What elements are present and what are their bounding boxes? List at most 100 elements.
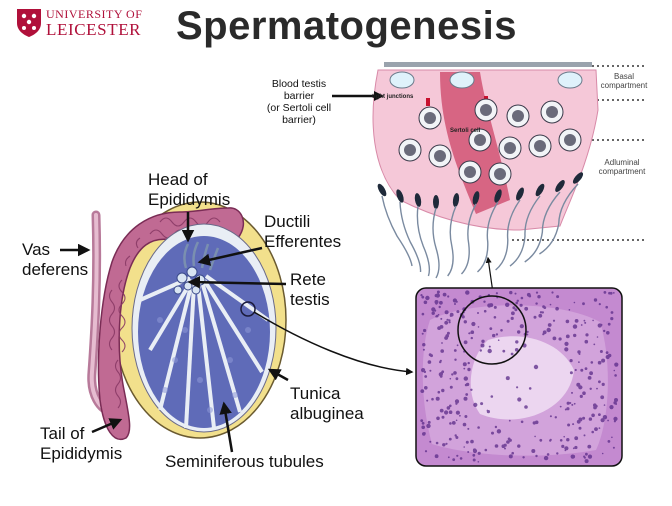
histology-nucleus <box>519 303 523 307</box>
histology-nucleus <box>569 371 573 375</box>
histology-nucleus <box>547 323 552 327</box>
germ-cell-nucleus <box>534 140 546 152</box>
histology-nucleus <box>598 380 601 384</box>
histology-nucleus <box>472 458 476 462</box>
histology-nucleus <box>566 438 570 442</box>
histology-nucleus <box>572 324 578 329</box>
histology-nucleus <box>423 328 427 333</box>
histology-nucleus <box>578 361 580 363</box>
histology-nucleus <box>421 295 425 299</box>
spermatid-tail <box>495 199 521 271</box>
spermatid-head <box>516 187 524 201</box>
histology-nucleus <box>424 450 428 453</box>
histology-nucleus <box>440 349 445 353</box>
histology-nucleus <box>437 390 441 394</box>
histology-nucleus <box>420 294 423 297</box>
histology-nucleus <box>591 413 595 418</box>
histology-nucleus <box>439 325 444 329</box>
germ-cell-nucleus <box>564 134 576 146</box>
histology-nucleus <box>481 339 485 343</box>
histology-nucleus <box>426 399 429 402</box>
histology-nucleus <box>565 319 570 324</box>
histology-nucleus <box>587 376 592 380</box>
histology-nucleus <box>606 331 610 335</box>
germ-cell-nucleus <box>404 144 416 156</box>
histology-nucleus <box>534 435 536 438</box>
histology-nucleus <box>454 434 457 437</box>
histology-nucleus <box>565 334 570 339</box>
histology-nucleus <box>429 440 432 443</box>
histology-nucleus <box>585 333 589 337</box>
histology-nucleus <box>424 375 428 378</box>
histology-nucleus <box>533 315 537 319</box>
histology-nucleus <box>421 421 425 425</box>
histology-nucleus <box>516 299 519 302</box>
histology-nucleus <box>535 302 538 305</box>
histology-nucleus <box>563 435 565 438</box>
histology-nucleus <box>593 298 598 302</box>
histology-nucleus <box>572 423 575 426</box>
histology-nucleus <box>610 311 614 314</box>
histology-nucleus <box>440 317 443 320</box>
histology-nucleus <box>420 419 424 422</box>
histology-nucleus <box>422 343 426 347</box>
histology-nucleus <box>531 449 536 453</box>
histology-nucleus <box>468 332 471 335</box>
histology-nucleus <box>587 454 593 459</box>
histology-nucleus <box>559 439 563 442</box>
histology-nucleus <box>436 416 440 421</box>
label-sertoli-cell: Sertoli cell <box>450 128 481 134</box>
university-crest-icon <box>17 9 41 37</box>
histology-nucleus <box>429 369 432 372</box>
histology-nucleus <box>493 305 497 309</box>
histology-nucleus <box>471 321 476 327</box>
histology-nucleus <box>477 326 480 328</box>
histology-nucleus <box>454 303 456 305</box>
spermatid-tail <box>381 195 413 267</box>
histology-nucleus <box>535 291 539 294</box>
histology-nucleus <box>472 453 476 457</box>
histology-nucleus <box>480 402 484 406</box>
histology-nucleus <box>541 311 544 314</box>
histology-nucleus <box>454 358 457 361</box>
histology-nucleus <box>431 397 434 401</box>
histology-nucleus <box>505 302 510 307</box>
histology-nucleus <box>446 318 449 321</box>
histology-nucleus <box>605 305 608 309</box>
histology-nucleus <box>598 427 601 429</box>
histology-nucleus <box>490 395 494 398</box>
histology-nucleus <box>451 373 454 376</box>
histology-nucleus <box>576 382 581 387</box>
histology-nucleus <box>613 416 618 421</box>
histology-nucleus <box>444 310 449 315</box>
histology-nucleus <box>448 410 453 415</box>
histology-nucleus <box>447 295 450 298</box>
histology-nucleus <box>591 430 594 434</box>
histology-nucleus <box>445 442 448 445</box>
histology-nucleus <box>605 351 609 354</box>
histology-nucleus <box>448 319 451 322</box>
histology-nucleus <box>589 387 592 390</box>
histology-nucleus <box>477 312 479 314</box>
histology-nucleus <box>465 440 469 444</box>
histology-nucleus <box>552 336 557 341</box>
histology-nucleus <box>611 436 613 439</box>
histology-nucleus <box>552 319 556 322</box>
histology-nucleus <box>512 306 516 310</box>
histology-nucleus <box>489 327 493 330</box>
histology-nucleus <box>582 302 585 306</box>
spermatid-head <box>433 195 439 209</box>
histology-nucleus <box>462 422 467 427</box>
spermatid-tail <box>399 201 422 273</box>
histology-nucleus <box>535 454 538 458</box>
histology-nucleus <box>517 330 521 334</box>
histology-nucleus <box>449 377 452 380</box>
histology-nucleus <box>538 313 543 318</box>
histology-nucleus <box>515 301 518 305</box>
label-arrows <box>60 212 289 453</box>
histology-nucleus <box>584 321 587 324</box>
histology-nucleus <box>435 396 440 401</box>
